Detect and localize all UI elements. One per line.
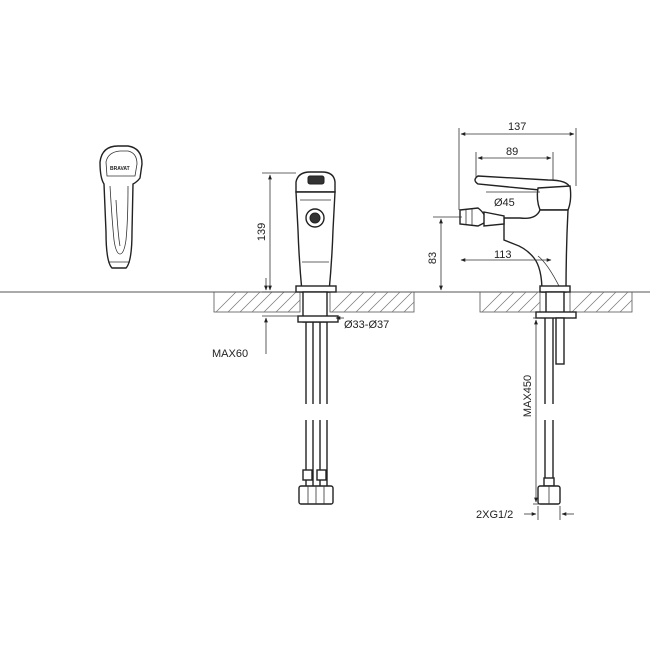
dimension-connection: 2XG1/2 (476, 506, 574, 521)
svg-text:137: 137 (508, 121, 526, 133)
dimension-handle-diameter: Ø45 (486, 191, 540, 209)
dimension-hole-diameter: Ø33-Ø37 (335, 316, 389, 331)
svg-text:2XG1/2: 2XG1/2 (476, 509, 513, 521)
dimension-spout-reach: 113 (460, 249, 552, 262)
faucet-side-view (459, 175, 577, 505)
svg-text:MAX60: MAX60 (212, 348, 248, 360)
brand-logo: BRAVAT (110, 166, 130, 172)
svg-text:139: 139 (256, 223, 268, 241)
svg-text:Ø33-Ø37: Ø33-Ø37 (344, 319, 389, 331)
dimension-hose-length: MAX450 (522, 317, 540, 505)
svg-text:83: 83 (427, 252, 439, 264)
dimension-width-total: 137 (458, 121, 577, 210)
faucet-front-view (295, 171, 339, 505)
dimension-handle-reach: 89 (475, 146, 554, 180)
svg-text:Ø45: Ø45 (494, 197, 515, 209)
svg-text:89: 89 (506, 146, 518, 158)
handle-top-view: BRAVAT (99, 145, 143, 269)
dimension-spout-height: 83 (427, 216, 462, 291)
dimension-max-counter: MAX60 (212, 278, 300, 360)
svg-text:113: 113 (494, 249, 512, 261)
svg-text:MAX450: MAX450 (522, 375, 534, 417)
countertop-hatch-front (213, 291, 415, 313)
countertop-hatch-side (479, 291, 633, 313)
dimension-side-height: 139 (256, 172, 296, 293)
